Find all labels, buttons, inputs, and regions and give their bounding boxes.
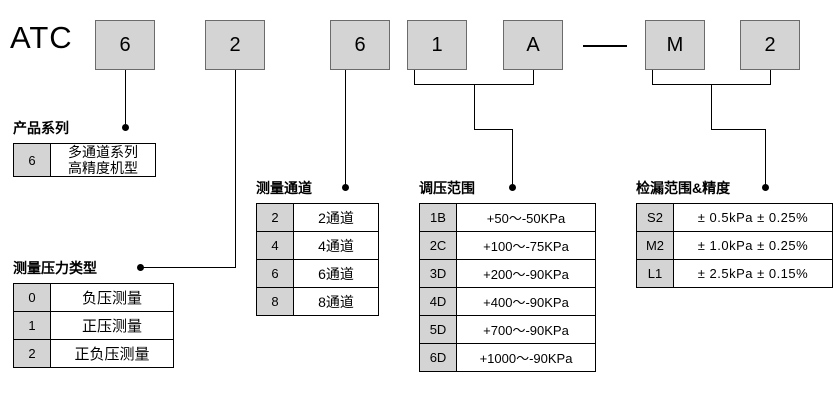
ptype-value-0: 负压测量 — [50, 283, 174, 312]
connector-pressure-type-horizontal — [140, 267, 235, 268]
table-leak-range: S2 ± 0.5kPa ± 0.25% M2 ± 1.0kPa ± 0.25% … — [636, 203, 833, 288]
connector-leak-left-stub — [652, 70, 653, 84]
connector-range-vertical — [512, 129, 513, 187]
table-row: 4 4通道 — [256, 231, 379, 260]
ptype-key-2: 2 — [13, 339, 51, 368]
table-row: 4D +400～-90KPa — [419, 287, 596, 316]
connector-leak-drop — [711, 84, 712, 129]
series-value-0: 多通道系列高精度机型 — [50, 142, 156, 178]
channels-value-1: 4通道 — [293, 231, 379, 260]
range-key-5: 6D — [419, 343, 457, 372]
connector-dot-range — [509, 184, 516, 191]
range-value-2: +200～-90KPa — [456, 259, 596, 288]
table-row: 8 8通道 — [256, 287, 379, 316]
channels-key-1: 4 — [256, 231, 294, 260]
connector-channels — [345, 70, 346, 188]
separator-dash — [583, 45, 627, 47]
table-row: 2 2通道 — [256, 203, 379, 232]
connector-dot-series — [122, 124, 129, 131]
table-row: 0 负压测量 — [13, 283, 174, 312]
table-regulation-range: 1B +50～-50KPa 2C +100～-75KPa 3D +200～-90… — [419, 203, 596, 372]
connector-range-drop — [474, 84, 475, 129]
range-value-5: +1000～-90KPa — [456, 343, 596, 372]
leak-key-2: L1 — [636, 259, 674, 288]
range-value-1: +100～-75KPa — [456, 231, 596, 260]
code-box-7: 2 — [740, 20, 800, 70]
section-title-channels: 测量通道 — [256, 180, 312, 196]
table-row: 5D +700～-90KPa — [419, 315, 596, 344]
leak-value-0: ± 0.5kPa ± 0.25% — [673, 203, 833, 232]
range-key-3: 4D — [419, 287, 457, 316]
range-key-0: 1B — [419, 203, 457, 232]
channels-key-0: 2 — [256, 203, 294, 232]
leak-key-0: S2 — [636, 203, 674, 232]
connector-range-horizontal — [474, 129, 512, 130]
table-row: 2 正负压测量 — [13, 339, 174, 368]
range-key-2: 3D — [419, 259, 457, 288]
range-key-1: 2C — [419, 231, 457, 260]
channels-key-2: 6 — [256, 259, 294, 288]
range-key-4: 5D — [419, 315, 457, 344]
table-row: 1B +50～-50KPa — [419, 203, 596, 232]
section-title-series: 产品系列 — [13, 120, 69, 136]
code-box-5: A — [503, 20, 563, 70]
ptype-value-1: 正压测量 — [50, 311, 174, 340]
table-row: 6 多通道系列高精度机型 — [13, 142, 156, 178]
leak-key-1: M2 — [636, 231, 674, 260]
connector-leak-vertical — [765, 129, 766, 187]
section-title-pressure-type: 测量压力类型 — [13, 260, 97, 276]
connector-range-right-stub — [533, 70, 534, 84]
connector-dot-leak — [762, 184, 769, 191]
section-title-leak: 检漏范围&精度 — [636, 180, 731, 196]
connector-series — [125, 70, 126, 124]
series-key-0: 6 — [13, 142, 51, 178]
channels-key-3: 8 — [256, 287, 294, 316]
channels-value-0: 2通道 — [293, 203, 379, 232]
table-row: S2 ± 0.5kPa ± 0.25% — [636, 203, 833, 232]
model-prefix-label: ATC — [10, 20, 73, 55]
code-box-4: 1 — [407, 20, 467, 70]
code-box-2: 2 — [205, 20, 265, 70]
table-series: 6 多通道系列高精度机型 — [13, 142, 156, 178]
leak-value-2: ± 2.5kPa ± 0.15% — [673, 259, 833, 288]
leak-value-1: ± 1.0kPa ± 0.25% — [673, 231, 833, 260]
connector-dot-channels — [342, 184, 349, 191]
range-value-4: +700～-90KPa — [456, 315, 596, 344]
table-row: 6D +1000～-90KPa — [419, 343, 596, 372]
code-box-1: 6 — [95, 20, 155, 70]
channels-value-3: 8通道 — [293, 287, 379, 316]
range-value-3: +400～-90KPa — [456, 287, 596, 316]
ptype-value-2: 正负压测量 — [50, 339, 174, 368]
connector-leak-right-stub — [770, 70, 771, 84]
table-row: L1 ± 2.5kPa ± 0.15% — [636, 259, 833, 288]
table-pressure-type: 0 负压测量 1 正压测量 2 正负压测量 — [13, 283, 174, 368]
ptype-key-0: 0 — [13, 283, 51, 312]
section-title-range: 调压范围 — [419, 180, 475, 196]
table-row: 6 6通道 — [256, 259, 379, 288]
range-value-0: +50～-50KPa — [456, 203, 596, 232]
connector-leak-horizontal — [711, 129, 765, 130]
code-box-3: 6 — [330, 20, 390, 70]
channels-value-2: 6通道 — [293, 259, 379, 288]
ptype-key-1: 1 — [13, 311, 51, 340]
connector-pressure-type-vertical — [235, 70, 236, 268]
table-row: M2 ± 1.0kPa ± 0.25% — [636, 231, 833, 260]
connector-dot-pressure-type — [137, 264, 144, 271]
table-row: 2C +100～-75KPa — [419, 231, 596, 260]
connector-range-left-stub — [414, 70, 415, 84]
table-row: 3D +200～-90KPa — [419, 259, 596, 288]
code-box-6: M — [645, 20, 705, 70]
table-row: 1 正压测量 — [13, 311, 174, 340]
table-channels: 2 2通道 4 4通道 6 6通道 8 8通道 — [256, 203, 379, 316]
